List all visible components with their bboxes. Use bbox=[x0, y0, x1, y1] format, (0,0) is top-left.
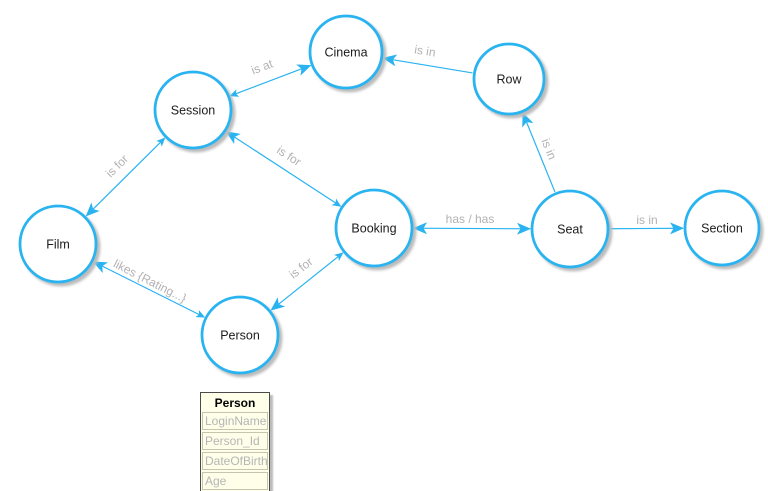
node-film[interactable]: Film bbox=[18, 204, 98, 284]
node-circle-seat[interactable] bbox=[530, 189, 610, 269]
node-label-row: Row bbox=[496, 73, 522, 87]
node-circle-film[interactable] bbox=[18, 204, 98, 284]
node-person[interactable]: Person bbox=[200, 295, 280, 375]
edge-seat-row[interactable] bbox=[522, 112, 556, 193]
edge-label-session-cinema: is at bbox=[249, 56, 275, 77]
node-label-session: Session bbox=[171, 104, 216, 118]
table-attr-row: Age bbox=[202, 472, 268, 490]
edge-label-row-cinema: is in bbox=[413, 42, 436, 59]
table-title: Person bbox=[214, 396, 256, 410]
node-seat[interactable]: Seat bbox=[530, 189, 610, 269]
edge-booking-person[interactable] bbox=[270, 252, 344, 311]
node-circle-person[interactable] bbox=[200, 295, 280, 375]
node-label-film: Film bbox=[46, 238, 70, 252]
node-label-booking: Booking bbox=[351, 222, 396, 236]
node-row[interactable]: Row bbox=[472, 42, 546, 116]
edge-session-film[interactable] bbox=[85, 137, 166, 217]
node-label-cinema: Cinema bbox=[324, 46, 367, 60]
table-attr-row: LoginName bbox=[202, 412, 268, 430]
node-cinema[interactable]: Cinema bbox=[308, 14, 384, 90]
edge-row-cinema[interactable] bbox=[382, 54, 473, 74]
edge-booking-session[interactable] bbox=[225, 131, 342, 207]
edge-label-seat-section: is in bbox=[636, 213, 657, 227]
edge-label-booking-session: is for bbox=[274, 143, 303, 169]
node-circle-section[interactable] bbox=[683, 189, 761, 267]
table-attr-row: DateOfBirth bbox=[202, 452, 268, 470]
node-section[interactable]: Section bbox=[683, 189, 761, 267]
node-circle-cinema[interactable] bbox=[308, 14, 384, 90]
node-circle-booking[interactable] bbox=[334, 188, 414, 268]
edge-session-cinema[interactable] bbox=[229, 64, 312, 97]
node-label-person: Person bbox=[220, 329, 260, 343]
edge-label-booking-seat: has / has bbox=[446, 212, 495, 226]
node-session[interactable]: Session bbox=[153, 70, 233, 150]
edge-person-film[interactable] bbox=[92, 261, 206, 318]
node-circle-row[interactable] bbox=[472, 42, 546, 116]
node-label-seat: Seat bbox=[557, 223, 583, 237]
node-circle-session[interactable] bbox=[153, 70, 233, 150]
edge-booking-seat[interactable] bbox=[412, 222, 532, 235]
table-attr-row: Person_Id bbox=[202, 432, 268, 450]
node-label-section: Section bbox=[701, 222, 743, 236]
node-booking[interactable]: Booking bbox=[334, 188, 414, 268]
edge-label-person-film: likes {Rating...} bbox=[111, 257, 189, 306]
